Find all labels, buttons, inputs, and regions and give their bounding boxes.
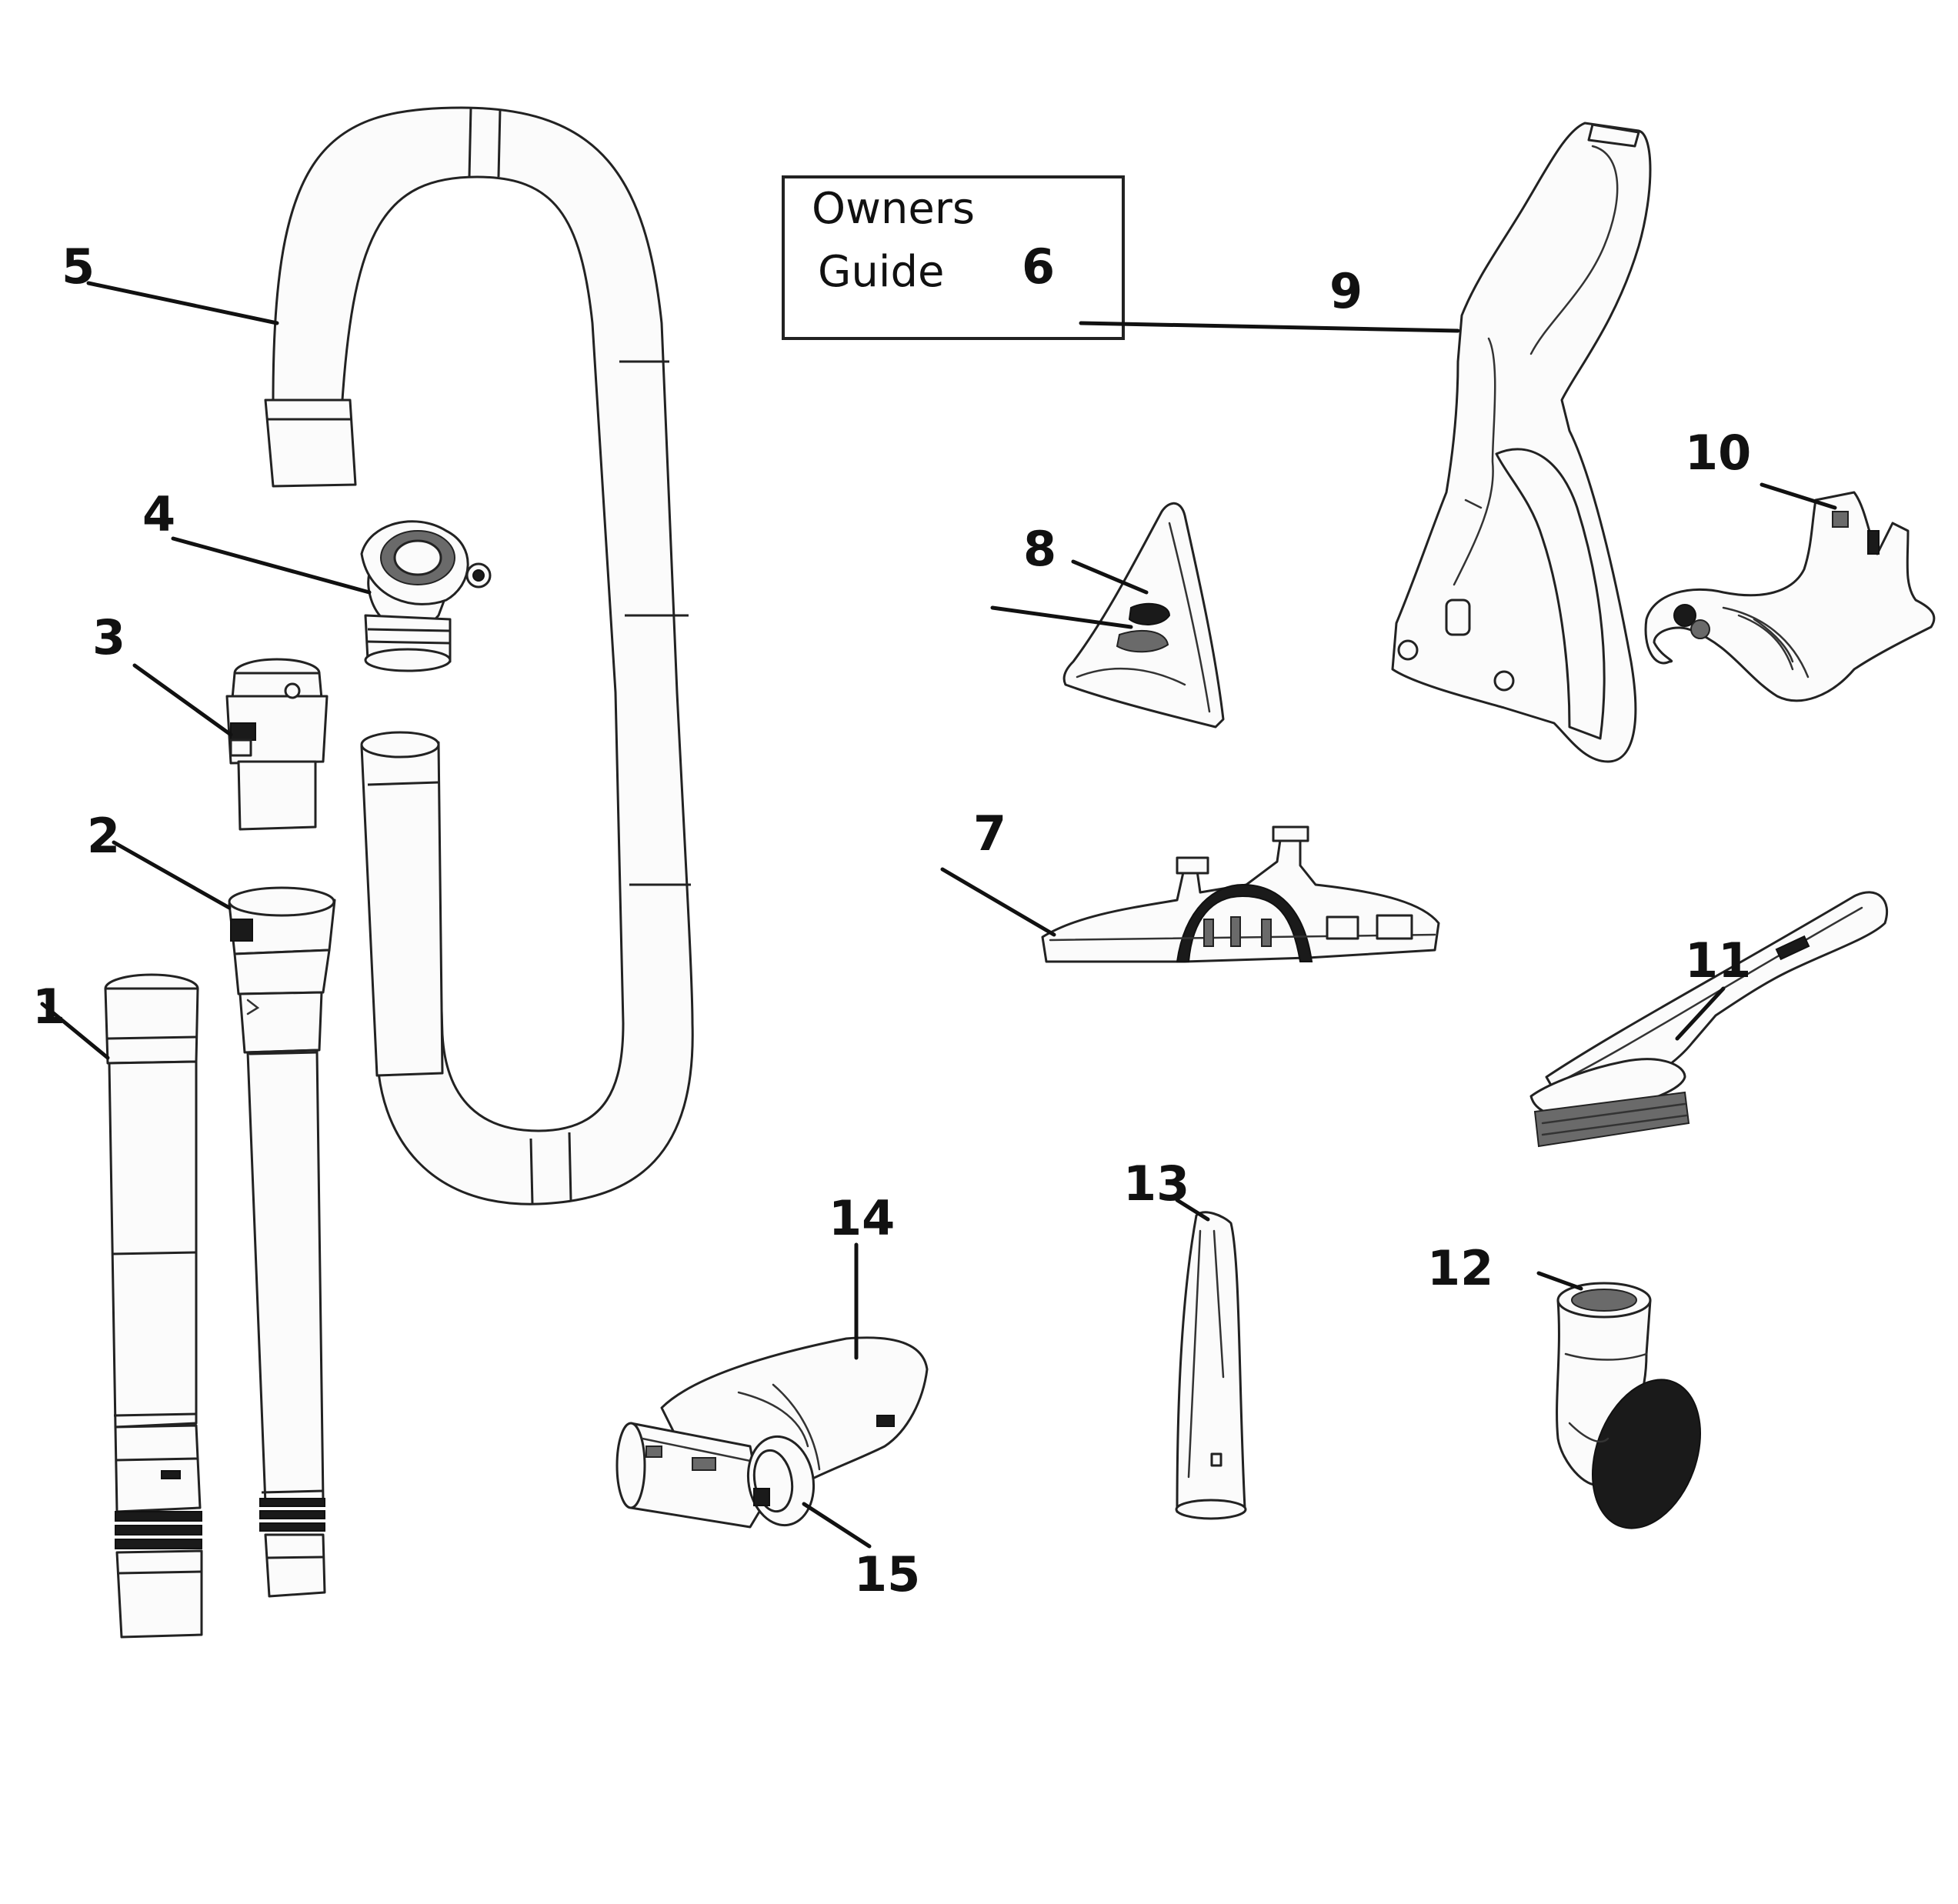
part-12-round-brush xyxy=(1556,1282,1702,1529)
callout-4: 4 xyxy=(142,486,175,542)
part-15-brush-end xyxy=(746,1435,816,1527)
owners-guide-line1: Owners xyxy=(812,184,975,234)
part-10-tool xyxy=(1644,491,1936,702)
owners-guide-box: Owners Guide 6 xyxy=(782,175,1125,340)
callout-9: 9 xyxy=(1329,263,1363,319)
part-8-triangle-tool xyxy=(1062,502,1225,729)
callout-3: 3 xyxy=(92,609,125,665)
part-3-coupler xyxy=(225,658,329,831)
owners-guide-line2: Guide xyxy=(818,247,944,297)
part-9-spray-tool xyxy=(1391,122,1652,763)
leader-lines xyxy=(40,281,1837,1549)
part-5-hose xyxy=(264,106,694,1205)
part-2-wand xyxy=(228,886,336,1598)
callout-12: 12 xyxy=(1427,1240,1493,1296)
callout-14: 14 xyxy=(829,1190,895,1246)
callout-11: 11 xyxy=(1685,932,1751,989)
callout-15: 15 xyxy=(854,1546,920,1602)
part-4-swivel-connector xyxy=(360,520,492,672)
callout-numbers: 1 2 3 4 5 7 8 9 10 11 12 13 14 15 xyxy=(32,238,1751,1602)
callout-7: 7 xyxy=(973,805,1006,862)
callout-6: 6 xyxy=(1022,238,1055,295)
part-14-power-brush xyxy=(615,1336,929,1529)
callout-8: 8 xyxy=(1023,521,1056,577)
part-1-wand xyxy=(104,973,203,1639)
part-11-brush xyxy=(1529,891,1889,1148)
callout-5: 5 xyxy=(62,238,95,295)
hose-tube-piece xyxy=(360,731,444,1077)
callout-2: 2 xyxy=(87,808,120,864)
callout-1: 1 xyxy=(32,979,65,1035)
part-13-crevice-tool xyxy=(1175,1211,1247,1520)
callout-13: 13 xyxy=(1123,1155,1189,1212)
callout-10: 10 xyxy=(1685,425,1751,481)
part-7-nozzle-plate xyxy=(1041,825,1440,963)
